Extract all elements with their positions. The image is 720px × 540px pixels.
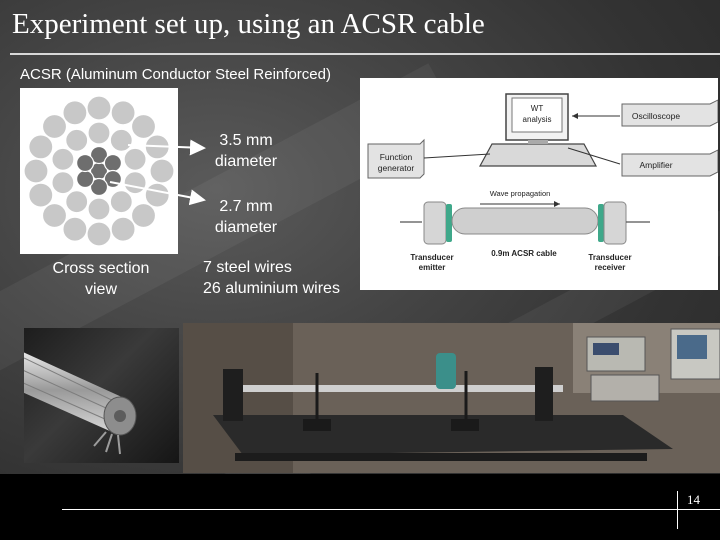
aluminium-wire (109, 190, 133, 214)
receiver-housing (603, 201, 627, 245)
footer-bar (0, 474, 720, 540)
aluminium-wire (51, 171, 75, 195)
aluminium-wire (28, 182, 54, 208)
emitter-transducer (446, 204, 452, 242)
cable-rod (243, 385, 563, 392)
function-generator-box (367, 138, 425, 179)
left-mount (223, 369, 243, 421)
setup-schematic: WT analysis Oscilloscope Amplifier Funct… (360, 78, 719, 290)
cable-body (4, 348, 124, 432)
cable-photo-drawing (4, 348, 137, 455)
aluminium-wire (28, 134, 54, 160)
amplifier-device (590, 374, 660, 402)
transducer-receiver-line2: receiver (595, 263, 626, 272)
aluminium-wire (62, 216, 88, 242)
aluminium-wire (110, 100, 136, 126)
slide-title: Experiment set up, using an ACSR cable (12, 8, 485, 40)
steel-wire-count: 7 steel wires (203, 259, 292, 276)
wire-count-label: 7 steel wires 26 aluminium wires (203, 257, 363, 299)
title-underline (10, 53, 720, 55)
aluminium-wire (62, 100, 88, 126)
aluminium-wire (87, 121, 111, 145)
transducer-emitter-line1: Transducer (410, 253, 453, 262)
page-number: 14 (687, 492, 700, 507)
aluminium-wire (41, 113, 68, 140)
aluminium-wire (130, 202, 157, 229)
outer-diameter-label: 3.5 mm diameter (204, 130, 288, 172)
transducer-emitter-line2: emitter (419, 263, 446, 272)
steel-wire (75, 153, 95, 173)
aluminium-wire (86, 95, 112, 121)
steel-wire (89, 145, 109, 165)
cable-label: 0.9m ACSR cable (491, 249, 557, 258)
inner-diameter-value: 2.7 mm (219, 198, 273, 215)
function-generator-line2: generator (378, 163, 415, 173)
slide-subtitle: ACSR (Aluminum Conductor Steel Reinforce… (20, 66, 331, 83)
caption-line-2: view (84, 281, 117, 298)
caption-line-1: Cross section (52, 260, 150, 277)
footer-divider (677, 491, 678, 529)
right-mount (535, 367, 553, 421)
aluminium-wire (41, 202, 68, 229)
bench-setup-photo (183, 323, 720, 473)
steel-wire (89, 177, 109, 197)
inner-diameter-unit: diameter (214, 219, 278, 236)
outer-diameter-unit: diameter (214, 153, 278, 170)
aluminium-wire (130, 113, 157, 140)
receiver-transducer (598, 204, 604, 242)
schematic-drawing: WT analysis Oscilloscope Amplifier Funct… (367, 93, 719, 272)
keyboard-icon (478, 143, 598, 167)
wt-analysis-line1: WT (531, 104, 544, 113)
aluminium-wire (123, 147, 147, 171)
aluminium-wire (110, 216, 136, 242)
wt-analysis-line2: analysis (523, 115, 552, 124)
emitter-housing (423, 201, 447, 245)
aluminium-wire (149, 158, 175, 184)
aluminium-wire (65, 190, 89, 214)
cable-photo (4, 328, 179, 463)
wave-propagation-label: Wave propagation (490, 189, 551, 198)
monitor-screen (511, 97, 563, 133)
jar (436, 353, 456, 389)
aluminium-wire-count: 26 aluminium wires (203, 280, 340, 297)
outer-diameter-value: 3.5 mm (219, 132, 273, 149)
optical-table (213, 415, 673, 455)
aluminium-wire (86, 221, 112, 247)
footer-rule (62, 509, 720, 510)
cross-section-caption: Cross section view (38, 258, 164, 300)
acsr-cable (451, 207, 599, 235)
transducer-receiver-line1: Transducer (588, 253, 631, 262)
aluminium-wire (65, 128, 89, 152)
computer-stand (528, 140, 548, 144)
arrow-inner-diameter (109, 181, 206, 206)
inner-diameter-label: 2.7 mm diameter (204, 196, 288, 238)
arrow-outer-diameter (127, 139, 206, 156)
oscilloscope-label: Oscilloscope (632, 111, 680, 121)
amplifier-label: Amplifier (639, 160, 672, 170)
bench-setup-drawing (183, 323, 720, 473)
aluminium-wire (109, 128, 133, 152)
function-generator-line1: Function (380, 152, 413, 162)
aluminium-wire (51, 147, 75, 171)
aluminium-wire (23, 158, 49, 184)
aluminium-wire (87, 197, 111, 221)
